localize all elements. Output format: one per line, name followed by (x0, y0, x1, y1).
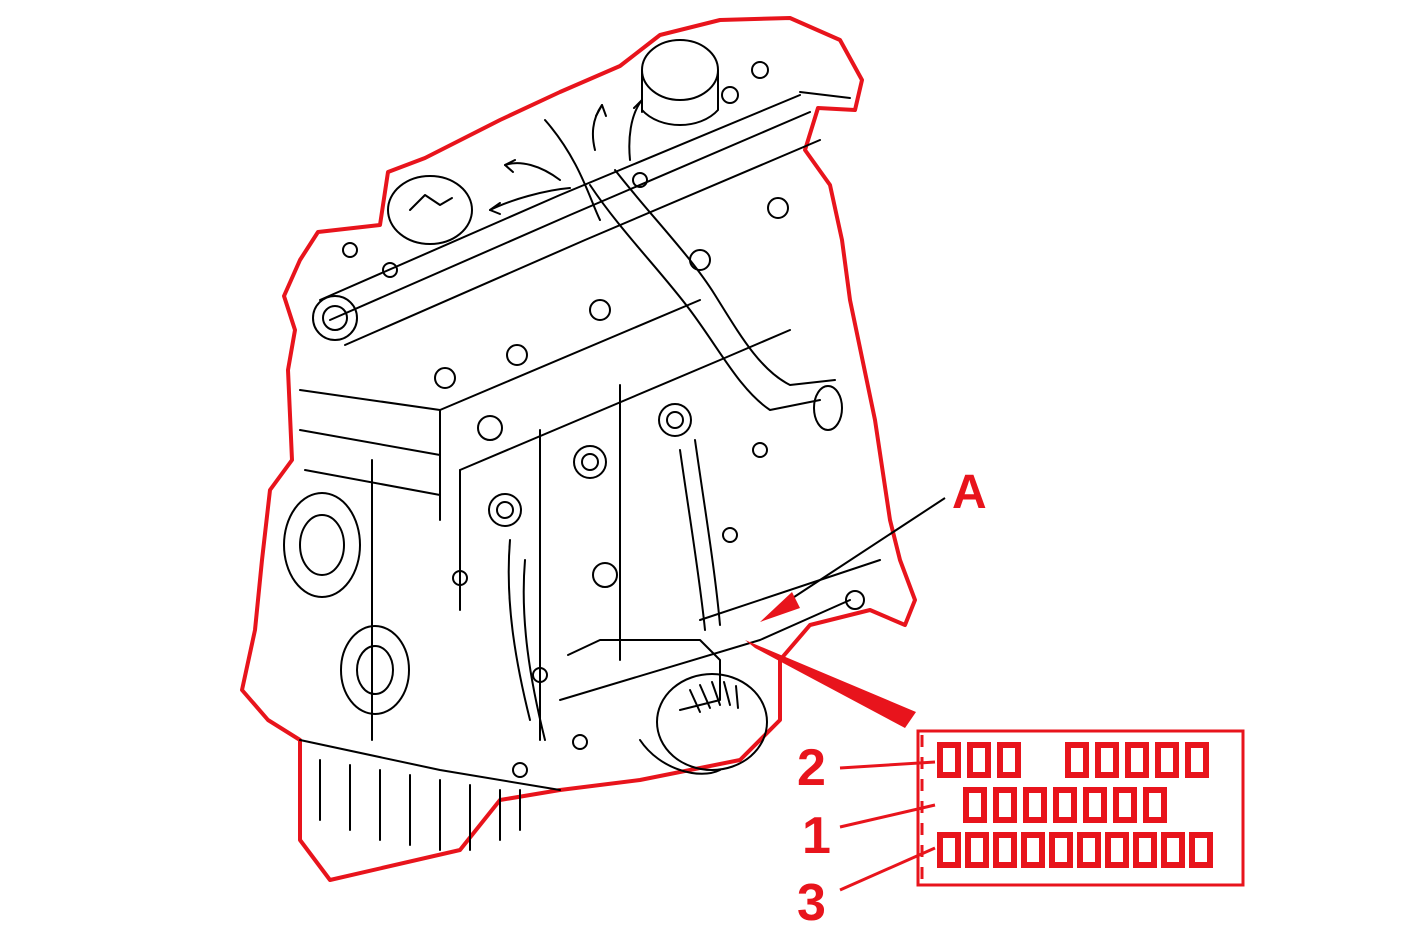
label-row-2 (937, 742, 1209, 778)
engine-linework (283, 39, 881, 851)
label-row-3 (937, 832, 1213, 868)
callout-a-pointer (760, 497, 946, 622)
label-leader (745, 640, 916, 728)
label-row-1 (963, 787, 1167, 823)
callout-3: 3 (797, 874, 826, 932)
engine-outline (240, 16, 917, 882)
callout-leaders (839, 760, 936, 892)
callout-a: A (952, 466, 987, 519)
callout-1: 1 (802, 807, 831, 865)
callout-2: 2 (797, 739, 826, 797)
